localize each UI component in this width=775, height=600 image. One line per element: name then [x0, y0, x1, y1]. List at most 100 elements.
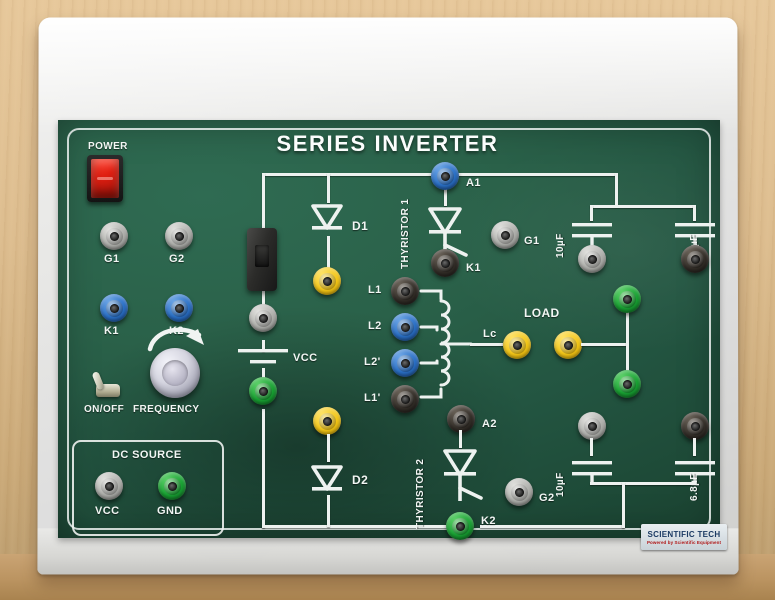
l1-label: L1 [368, 284, 382, 296]
capacitor-top-left-symbol-icon [572, 223, 612, 249]
jack-cap-bottom-10uf[interactable] [578, 412, 606, 440]
wire-cap-bot-left-up [590, 438, 593, 456]
jack-l1-prime[interactable] [391, 385, 419, 413]
frequency-label: FREQUENCY [133, 404, 200, 415]
jack-g2-gate[interactable] [505, 478, 533, 506]
wire-load-to-node [581, 343, 628, 346]
lc-label: Lc [483, 328, 497, 340]
power-rocker-face [91, 159, 119, 198]
onoff-label: ON/OFF [84, 404, 125, 415]
toggle-lever[interactable] [91, 370, 105, 391]
brand-name: SCIENTIFIC TECH [647, 529, 721, 539]
load-label: LOAD [524, 306, 560, 320]
power-rocker-switch[interactable] [87, 155, 123, 202]
jack-l2[interactable] [391, 313, 419, 341]
thyristor-2-label: THYRISTOR 2 [415, 458, 426, 529]
capacitor-top-left-label: 10µF [555, 233, 566, 258]
jack-g1-gate[interactable] [491, 221, 519, 249]
wire-cap-bot-bus [590, 482, 696, 485]
wire-d2-bottom [327, 495, 330, 527]
fuse-holder[interactable] [247, 228, 277, 291]
a2-label: A2 [482, 418, 497, 430]
wire-cap-top-feed [615, 173, 618, 207]
jack-load[interactable] [554, 331, 582, 359]
l2p-label: L2' [364, 356, 381, 368]
jack-dc-vcc[interactable] [95, 472, 123, 500]
brand-plate: SCIENTIFIC TECH Powered by Scientific Eq… [641, 524, 727, 550]
wire-left-up [262, 173, 265, 235]
jack-output-top[interactable] [613, 285, 641, 313]
dc-source-label: DC SOURCE [112, 449, 182, 461]
wire-a1-down [444, 188, 447, 206]
vcc-circuit-label: VCC [293, 352, 318, 364]
jack-dc-vcc-label: VCC [95, 505, 120, 517]
wire-a2-down [459, 430, 462, 448]
panel-border-outline [67, 128, 711, 530]
jack-k1-drive[interactable] [100, 294, 128, 322]
jack-l2-prime[interactable] [391, 349, 419, 377]
jack-k1-drive-label: K1 [104, 325, 119, 337]
onoff-toggle-switch[interactable] [91, 370, 123, 397]
wire-bottom-right [480, 525, 625, 528]
panel-title: SERIES INVERTER [276, 131, 499, 156]
thyristor-2-symbol-icon [443, 449, 483, 501]
jack-dc-gnd[interactable] [158, 472, 186, 500]
capacitor-bottom-left-label: 10µF [555, 472, 566, 497]
jack-lc[interactable] [503, 331, 531, 359]
jack-cap-bottom-68uf[interactable] [681, 412, 709, 440]
wire-cap-bot-right-up [693, 438, 696, 456]
jack-supply-ground[interactable] [249, 377, 277, 405]
frequency-rotation-arrow-icon [147, 327, 204, 352]
wire-cap-top-bus [590, 205, 696, 208]
frequency-knob[interactable] [150, 348, 200, 398]
brand-tagline: Powered by Scientific Equipment [646, 539, 722, 545]
jack-output-bottom[interactable] [613, 370, 641, 398]
jack-a2[interactable] [447, 405, 475, 433]
g2-gate-label: G2 [539, 492, 555, 504]
k1-cathode-label: K1 [466, 262, 481, 274]
jack-g2-label: G2 [169, 253, 185, 265]
wire-bottom-left [262, 525, 467, 528]
wire-cap-top-left-down [590, 205, 593, 221]
wire-jack-to-batt [262, 340, 265, 352]
wire-lc [470, 343, 503, 346]
l1p-label: L1' [364, 392, 381, 404]
jack-k1-cathode[interactable] [431, 249, 459, 277]
g1-gate-label: G1 [524, 235, 540, 247]
jack-k2-drive[interactable] [165, 294, 193, 322]
battery-symbol-icon [238, 349, 288, 364]
jack-d2-anode[interactable] [313, 407, 341, 435]
jack-cap-top-68uf[interactable] [681, 245, 709, 273]
jack-a1[interactable] [431, 162, 459, 190]
wire-left-down [262, 409, 265, 528]
diode-d2-symbol-icon [311, 465, 343, 491]
jack-k2-cathode[interactable] [446, 512, 474, 540]
capacitor-bottom-right-symbol-icon [675, 461, 715, 485]
capacitor-bottom-right-label: 6.8µF [689, 473, 700, 501]
wire-top-right [455, 173, 615, 176]
capacitor-top-right-symbol-icon [675, 223, 715, 249]
wire-top-left [262, 173, 442, 176]
capacitor-bottom-left-symbol-icon [572, 461, 612, 485]
k2-cathode-label: K2 [481, 515, 496, 527]
jack-d1-cathode[interactable] [313, 267, 341, 295]
jack-supply-positive[interactable] [249, 304, 277, 332]
wire-d1-bottom [327, 236, 330, 271]
jack-g1[interactable] [100, 222, 128, 250]
wire-cap-bot-feed [622, 482, 625, 528]
power-label: POWER [88, 141, 128, 152]
inductor-coil-symbol-icon [419, 289, 473, 399]
thyristor-1-symbol-icon [428, 207, 468, 257]
jack-dc-gnd-label: GND [157, 505, 183, 517]
a1-label: A1 [466, 177, 481, 189]
jack-cap-top-10uf[interactable] [578, 245, 606, 273]
jack-g2[interactable] [165, 222, 193, 250]
dc-source-box [72, 440, 224, 536]
diode-d1-label: D1 [352, 219, 369, 233]
wire-batt-to-gnd [262, 368, 265, 381]
jack-g1-label: G1 [104, 253, 120, 265]
jack-l1[interactable] [391, 277, 419, 305]
wire-cap-top-right-down [693, 205, 696, 221]
wire-output-vertical [626, 300, 629, 386]
case-top-highlight [38, 17, 738, 136]
